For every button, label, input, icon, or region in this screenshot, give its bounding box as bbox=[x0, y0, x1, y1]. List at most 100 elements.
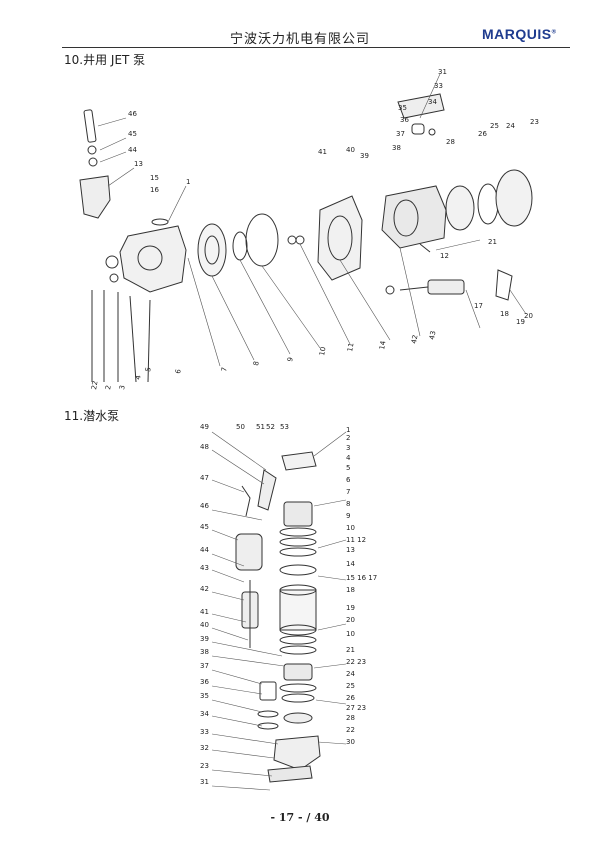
jet-part-fan bbox=[477, 183, 499, 225]
jet-callout-18: 25 bbox=[490, 122, 499, 130]
jet-callout-2: 44 bbox=[128, 146, 137, 154]
jet-part-capacitor bbox=[495, 269, 513, 301]
brand-logo-text: MARQUIS bbox=[482, 26, 552, 42]
jet-callout-31: 4 bbox=[134, 374, 143, 380]
sub-callout-right-3: 4 bbox=[346, 454, 351, 462]
sub-part-stator bbox=[279, 589, 317, 631]
jet-callout-11: 33 bbox=[434, 82, 443, 90]
sub-callout-right-14: 18 bbox=[346, 586, 355, 594]
jet-part-washer bbox=[88, 157, 98, 167]
jet-callout-36: 9 bbox=[286, 357, 295, 363]
jet-callout-15: 37 bbox=[396, 130, 405, 138]
jet-part-nozzle-tube bbox=[83, 109, 97, 143]
sub-callout-right-2: 3 bbox=[346, 444, 350, 452]
jet-part-gasket bbox=[245, 213, 279, 267]
jet-callout-26: 19 bbox=[516, 318, 525, 326]
jet-callout-1: 45 bbox=[128, 130, 137, 138]
jet-part-fan-cover bbox=[495, 169, 533, 227]
jet-callout-38: 11 bbox=[346, 342, 355, 352]
sub-callout-right-8: 9 bbox=[346, 512, 350, 520]
sub-callout-left-2: 47 bbox=[200, 474, 209, 482]
sub-callout-left-16: 33 bbox=[200, 728, 209, 736]
sub-callout-left-17: 32 bbox=[200, 744, 209, 752]
sub-callout-right-19: 22 23 bbox=[346, 658, 366, 666]
jet-part-bracket bbox=[317, 195, 363, 281]
jet-callout-19: 24 bbox=[506, 122, 515, 130]
jet-callout-34: 7 bbox=[220, 367, 229, 373]
sub-part-top-cover bbox=[281, 451, 317, 471]
jet-callout-6: 1 bbox=[186, 178, 190, 186]
sub-part-impeller bbox=[283, 712, 313, 724]
sub-callout-left-11: 38 bbox=[200, 648, 209, 656]
sub-part-cable bbox=[241, 485, 251, 517]
sub-callout-left-5: 44 bbox=[200, 546, 209, 554]
jet-callout-4: 15 bbox=[150, 174, 159, 182]
jet-callout-13: 35 bbox=[398, 104, 407, 112]
sub-callout-left-13: 36 bbox=[200, 678, 209, 686]
jet-callout-8: 40 bbox=[346, 146, 355, 154]
jet-callout-29: 2 bbox=[104, 385, 113, 391]
sub-callout-left-19: 31 bbox=[200, 778, 209, 786]
jet-callout-32: 5 bbox=[144, 367, 153, 373]
sub-callout-right-22: 26 bbox=[346, 694, 355, 702]
sub-callout-left-12: 37 bbox=[200, 662, 209, 670]
sub-part-capacitor bbox=[235, 533, 263, 571]
sub-part-cable-plug bbox=[257, 469, 277, 511]
submersible-pump-diagram bbox=[235, 451, 321, 783]
sub-callout-right-12: 14 bbox=[346, 560, 355, 568]
jet-part-o-ring bbox=[151, 218, 169, 226]
jet-part-rotor bbox=[427, 279, 465, 295]
jet-part-pump-body bbox=[119, 225, 187, 293]
sub-callout-left-0: 49 bbox=[200, 423, 209, 431]
sub-part-mech-seal bbox=[259, 681, 277, 701]
sub-callout-left-7: 42 bbox=[200, 585, 209, 593]
jet-callout-30: 3 bbox=[118, 385, 127, 391]
jet-callout-25: 18 bbox=[500, 310, 509, 318]
sub-callout-left-4: 45 bbox=[200, 523, 209, 531]
page-number: - 17 - / 40 bbox=[270, 811, 330, 824]
jet-callout-35: 8 bbox=[252, 361, 261, 367]
sub-callout-right-10: 11 12 bbox=[346, 536, 366, 544]
company-title: 宁波沃力机电有限公司 bbox=[229, 32, 370, 47]
jet-callout-21: 28 bbox=[446, 138, 455, 146]
jet-callout-16: 38 bbox=[392, 144, 401, 152]
jet-callout-39: 14 bbox=[378, 340, 388, 351]
sub-callout-left-18: 23 bbox=[200, 762, 209, 770]
jet-leader-lines bbox=[97, 73, 527, 367]
jet-callout-33: 6 bbox=[174, 368, 183, 374]
jet-pump-diagram bbox=[79, 93, 533, 383]
sub-callout-left-3: 46 bbox=[200, 502, 209, 510]
jet-part-impeller bbox=[232, 231, 248, 261]
sub-callout-right-5: 6 bbox=[346, 476, 351, 484]
sub-callout-left-10: 39 bbox=[200, 635, 209, 643]
jet-part-motor-body bbox=[381, 185, 447, 249]
sub-callout-right-1: 2 bbox=[346, 434, 350, 442]
brand-logo: MARQUIS® bbox=[482, 26, 557, 42]
sub-callout-right-23: 27 23 bbox=[346, 704, 366, 712]
jet-callout-14: 36 bbox=[400, 116, 409, 124]
sub-part-seal-housing bbox=[283, 663, 313, 681]
sub-callout-top-0: 50 bbox=[236, 423, 245, 431]
sub-callout-right-26: 30 bbox=[346, 738, 355, 746]
sub-callout-right-20: 24 bbox=[346, 670, 355, 678]
jet-callout-22: 21 bbox=[488, 238, 497, 246]
jet-callout-12: 34 bbox=[428, 98, 437, 106]
jet-callout-7: 41 bbox=[318, 148, 327, 156]
sub-callout-top-2: 52 bbox=[266, 423, 275, 431]
jet-callout-3: 13 bbox=[134, 160, 143, 168]
jet-callout-28: 22 bbox=[90, 380, 99, 390]
sub-callout-right-13: 15 16 17 bbox=[346, 574, 377, 582]
sub-callout-right-16: 20 bbox=[346, 616, 355, 624]
sub-callout-right-4: 5 bbox=[346, 464, 350, 472]
sub-callout-left-14: 35 bbox=[200, 692, 209, 700]
sub-callout-right-7: 8 bbox=[346, 500, 350, 508]
sub-callout-right-9: 10 bbox=[346, 524, 355, 532]
jet-callout-17: 26 bbox=[478, 130, 487, 138]
sub-part-stator-top bbox=[279, 564, 317, 576]
sub-callout-right-11: 13 bbox=[346, 546, 355, 554]
sub-part-base bbox=[273, 735, 321, 771]
sub-part-labels: 4948474645444342414039383736353433322331… bbox=[200, 423, 377, 786]
jet-part-ring bbox=[87, 145, 97, 155]
